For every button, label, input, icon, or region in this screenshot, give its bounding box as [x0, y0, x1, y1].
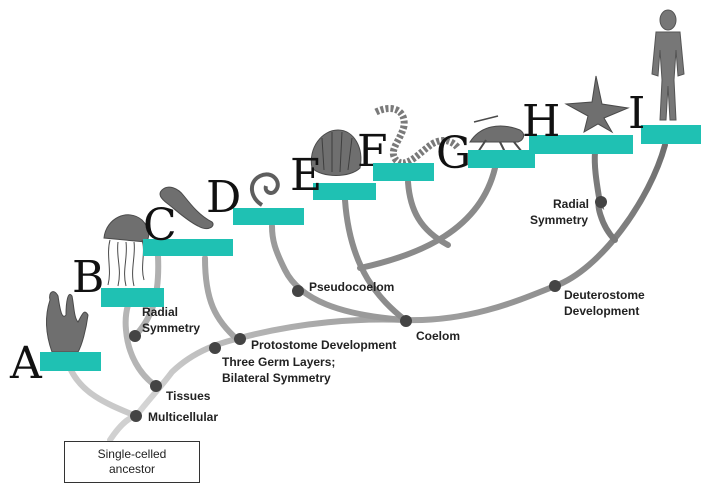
node-radial-lower	[129, 330, 141, 342]
answer-box-a[interactable]	[40, 352, 101, 371]
root-ancestor-box: Single-celled ancestor	[64, 441, 200, 483]
jellyfish-icon	[103, 214, 150, 287]
label-radial-upper-2: Symmetry	[530, 213, 588, 227]
node-pseudocoelom	[292, 285, 304, 297]
sea-star-icon	[564, 75, 630, 134]
clam-icon	[310, 129, 362, 176]
node-labels: Multicellular Tissues Radial Symmetry Th…	[142, 197, 645, 424]
label-radial-lower-1: Radial	[142, 305, 178, 319]
branch-b	[122, 302, 159, 389]
answer-box-b[interactable]	[101, 288, 164, 307]
label-tissues: Tissues	[166, 389, 211, 403]
node-deuterostome	[549, 280, 561, 292]
label-deuterostome-1: Deuterostome	[564, 288, 645, 302]
answer-box-i[interactable]	[641, 125, 701, 144]
sponge-icon	[45, 291, 89, 353]
label-coelom: Coelom	[416, 329, 460, 343]
organisms	[45, 9, 685, 353]
branch-protostome-clade	[342, 197, 408, 323]
human-icon	[651, 9, 685, 121]
node-germ-layers	[209, 342, 221, 354]
branch-h	[591, 149, 618, 243]
flatworm-icon	[159, 186, 214, 229]
answer-box-e[interactable]	[313, 183, 376, 200]
segmented-worm-icon	[374, 105, 461, 167]
label-multicellular: Multicellular	[148, 410, 218, 424]
answer-box-d[interactable]	[233, 208, 304, 225]
letter-g: G	[436, 128, 471, 179]
label-deuterostome-2: Development	[564, 304, 639, 318]
answer-box-c[interactable]	[143, 239, 233, 256]
branch-fg	[357, 165, 498, 271]
answer-boxes	[40, 125, 701, 371]
node-multicellular	[130, 410, 142, 422]
letter-h: H	[522, 96, 560, 147]
grasshopper-icon	[469, 115, 525, 155]
letter-f: F	[357, 126, 388, 177]
letter-d: D	[206, 172, 241, 223]
root-ancestor-label: Single-celled ancestor	[97, 447, 167, 476]
label-radial-lower-2: Symmetry	[142, 321, 200, 335]
letter-labels: A B C D E F G H I	[9, 88, 645, 389]
tree-nodes	[129, 196, 607, 422]
letter-e: E	[290, 150, 322, 201]
answer-box-f[interactable]	[373, 163, 434, 181]
label-radial-upper-1: Radial	[553, 197, 589, 211]
answer-box-h[interactable]	[529, 135, 633, 154]
branch-f	[405, 179, 451, 248]
letter-b: B	[72, 252, 104, 303]
answer-box-g[interactable]	[468, 150, 535, 168]
label-protostome: Protostome Development	[251, 338, 396, 352]
node-radial-upper	[595, 196, 607, 208]
branch-a	[67, 365, 139, 419]
label-germ-layers-2: Bilateral Symmetry	[222, 371, 331, 385]
branch-e	[269, 223, 408, 323]
node-tissues	[150, 380, 162, 392]
branch-d	[202, 255, 241, 343]
label-pseudocoelom: Pseudocoelom	[309, 280, 394, 294]
letter-i: I	[628, 88, 645, 139]
letter-c: C	[143, 200, 177, 251]
label-germ-layers-1: Three Germ Layers;	[222, 355, 335, 369]
node-protostome	[234, 333, 246, 345]
node-coelom	[400, 315, 412, 327]
letter-a: A	[9, 338, 43, 389]
roundworm-icon	[250, 172, 280, 207]
